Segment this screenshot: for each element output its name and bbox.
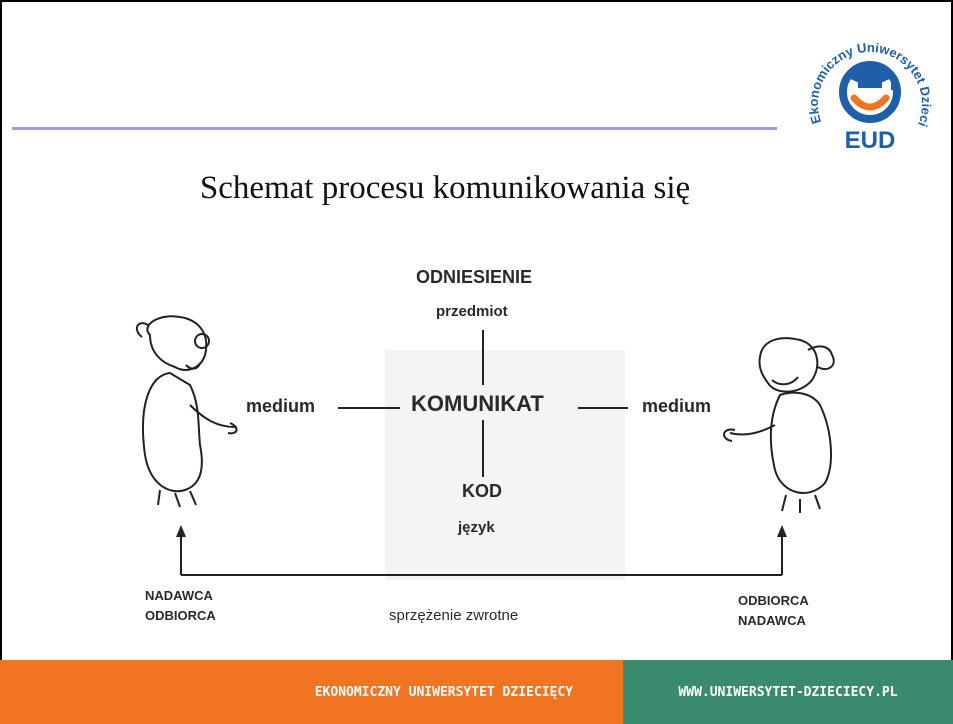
logo-abbr: EUD [845, 127, 896, 154]
reference-label: ODNIESIENIE [416, 267, 533, 287]
diagram-lines [135, 315, 835, 580]
footer: EKONOMICZNY UNIWERSYTET DZIECIĘCY WWW.UN… [0, 660, 953, 724]
object-label: przedmiot [436, 303, 508, 320]
header-rule [12, 127, 777, 130]
footer-website-link[interactable]: WWW.UNIWERSYTET-DZIECIECY.PL [623, 660, 953, 724]
slide-title: Schemat procesu komunikowania się [199, 170, 691, 206]
feedback-arrow-right [777, 525, 787, 537]
logo-smile [850, 94, 890, 111]
center-panel [385, 350, 625, 580]
graduation-cap-icon [844, 62, 896, 90]
language-label: język [458, 519, 495, 536]
left-role-sender: NADAWCA [145, 588, 213, 603]
receiver-figure [723, 337, 835, 513]
feedback-label: sprzężenie zwrotne [389, 607, 519, 624]
message-label: KOMUNIKAT [411, 391, 544, 416]
sender-figure [135, 315, 238, 508]
medium-left-label: medium [246, 396, 316, 416]
code-label: KOD [462, 481, 502, 501]
feedback-arrow-left [176, 525, 186, 537]
right-role-receiver: ODBIORCA [738, 593, 809, 608]
medium-right-label: medium [642, 396, 712, 416]
slide-border-right [951, 0, 953, 660]
slide-border-top [0, 0, 953, 2]
right-role-sender: NADAWCA [738, 613, 806, 628]
left-role-receiver: ODBIORCA [145, 608, 216, 623]
eud-logo: Ekonomiczny Uniwersytet Dziecięcy EUD [800, 14, 934, 154]
slide-border-left [0, 0, 2, 660]
communication-diagram: ODNIESIENIE przedmiot KOMUNIKAT medium m… [0, 255, 953, 655]
footer-university-name: EKONOMICZNY UNIWERSYTET DZIECIĘCY [0, 660, 623, 724]
